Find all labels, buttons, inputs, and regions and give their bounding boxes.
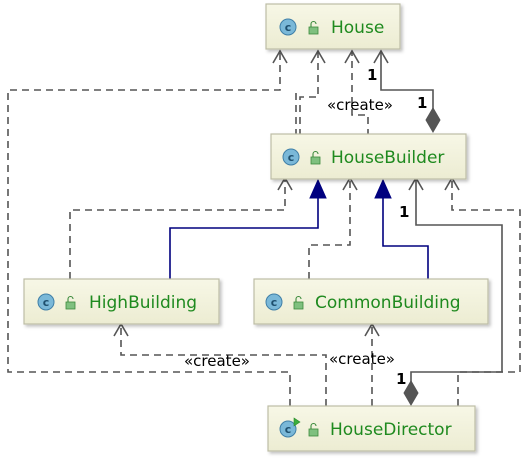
runnable-class-icon: c — [279, 417, 301, 438]
arrow-open-house-2 — [310, 49, 326, 64]
inheritance-commonbuilding — [382, 198, 429, 279]
create-label-builder-house: «create» — [327, 96, 393, 114]
class-house-director[interactable]: c HouseDirector — [267, 405, 476, 452]
association-director-builder — [410, 178, 503, 385]
class-icon: c — [279, 18, 297, 36]
class-common-building[interactable]: c CommonBuilding — [253, 278, 489, 325]
triangle-inherit-2 — [374, 178, 392, 199]
multiplicity-director: 1 — [396, 370, 406, 388]
class-box — [267, 405, 476, 452]
association-builder-house — [380, 51, 434, 112]
lock-icon — [293, 295, 304, 310]
class-name-house-builder: HouseBuilder — [331, 148, 444, 168]
multiplicity-builder-director: 1 — [399, 203, 409, 221]
svg-text:c: c — [285, 423, 292, 436]
dependency-director-to-builder — [451, 178, 521, 406]
arrow-open-house-4 — [373, 49, 389, 64]
inheritance-highbuilding — [169, 198, 319, 279]
class-box — [23, 278, 220, 325]
lock-icon — [65, 295, 76, 310]
dependency-builder-to-house-1 — [299, 51, 319, 136]
composition-diamonds — [403, 107, 441, 406]
create-label-director-common: «create» — [329, 350, 395, 368]
diamond-builder — [425, 107, 441, 133]
dependency-builder-to-house-2 — [351, 51, 369, 136]
relationships — [7, 51, 521, 406]
arrow-open-house-1 — [272, 49, 288, 64]
lock-icon — [308, 20, 319, 35]
class-name-high-building: HighBuilding — [89, 293, 197, 313]
class-icon: c — [265, 293, 283, 311]
dependency-commonbuilding-to-builder — [308, 178, 351, 279]
class-house[interactable]: c House — [265, 3, 401, 50]
arrow-open-house-3 — [344, 49, 360, 64]
svg-text:c: c — [43, 296, 50, 309]
svg-text:c: c — [285, 21, 292, 34]
class-box — [270, 133, 467, 180]
svg-text:c: c — [271, 296, 278, 309]
inheritance-arrowheads — [309, 178, 392, 199]
dependency-director-to-highbuilding — [120, 324, 327, 406]
dependency-director-to-house — [7, 51, 291, 406]
class-name-house: House — [331, 18, 384, 38]
multiplicity-house: 1 — [367, 66, 377, 84]
diamond-director — [403, 380, 419, 406]
multiplicity-builder: 1 — [417, 94, 427, 112]
dependency-highbuilding-to-builder — [69, 178, 286, 279]
class-box — [253, 278, 489, 325]
class-icon: c — [37, 293, 55, 311]
svg-text:c: c — [288, 151, 295, 164]
relationship-labels: 1 «create» 1 1 «create» «create» 1 — [184, 66, 427, 388]
class-icon: c — [282, 148, 300, 166]
class-high-building[interactable]: c HighBuilding — [23, 278, 220, 325]
class-name-house-director: HouseDirector — [330, 420, 452, 440]
class-house-builder[interactable]: c HouseBuilder — [270, 133, 467, 180]
triangle-inherit-1 — [309, 178, 327, 199]
class-name-common-building: CommonBuilding — [315, 293, 461, 313]
create-label-director-high: «create» — [184, 352, 250, 370]
lock-icon — [310, 150, 321, 165]
inheritance-lines — [169, 198, 429, 279]
lock-icon — [308, 422, 319, 437]
